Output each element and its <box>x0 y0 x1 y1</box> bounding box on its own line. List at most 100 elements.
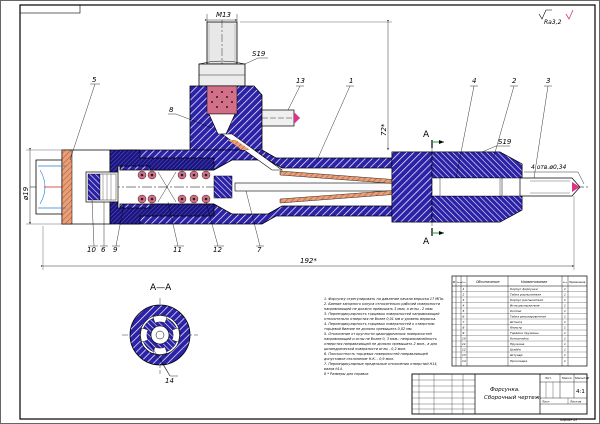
table-row: 9 Тарелка пружины 1 <box>452 331 587 336</box>
svg-text:72*: 72* <box>380 123 388 136</box>
drawing-name: Форсунка. <box>490 387 520 393</box>
callout-8: 8 <box>168 106 213 129</box>
svg-text:1: 1 <box>564 304 566 308</box>
callout-6: 6 <box>100 202 108 254</box>
title-block: Лит. Масса Масштаб 4:1 Лист Листов Форсу… <box>411 373 589 422</box>
svg-text:Листов: Листов <box>569 400 581 404</box>
callout-11: 11 <box>167 201 184 254</box>
svg-text:1: 1 <box>564 309 566 313</box>
svg-text:8: 8 <box>463 326 465 330</box>
svg-text:11: 11 <box>173 246 182 254</box>
note-line: 5. Отклонение от круглости цилиндрически… <box>324 332 432 336</box>
adjusting-screw <box>85 171 119 203</box>
svg-text:1: 1 <box>564 287 566 291</box>
svg-text:1: 1 <box>564 293 566 297</box>
svg-text:A: A <box>423 237 430 247</box>
note-line: 1. Форсунку отрегулировать на давление н… <box>324 297 444 301</box>
svg-text:Тарелка пружины: Тарелка пружины <box>510 331 539 335</box>
svg-text:2: 2 <box>463 293 465 297</box>
svg-text:1: 1 <box>564 348 566 352</box>
note-line: 7. Перпиндикулярные предельные отклонени… <box>324 362 438 366</box>
injector-assembly: A A <box>30 20 590 247</box>
svg-text:10: 10 <box>462 337 466 341</box>
table-row: 13 Штуцер 1 <box>452 353 587 358</box>
svg-text:4: 4 <box>463 304 465 308</box>
svg-text:Гайка регулировочная: Гайка регулировочная <box>510 315 546 319</box>
note-line: 2. Биение запорного конуса относительно … <box>324 302 441 306</box>
svg-text:Наименование: Наименование <box>521 280 547 284</box>
table-row: 10 Контргайка 1 <box>452 337 587 342</box>
section-cut-a: A A <box>423 130 444 247</box>
svg-text:1: 1 <box>564 298 566 302</box>
svg-text:12: 12 <box>213 246 222 254</box>
note-line: допустимое отклонение Н.К. - 0,9 мкм. <box>323 357 394 361</box>
svg-text:9: 9 <box>113 246 118 254</box>
spring-housing <box>109 149 233 225</box>
section-view-aa: А—А 14 <box>122 283 198 385</box>
note-line: торцевой биение не должно превышать 0,02… <box>324 327 413 331</box>
svg-text:1: 1 <box>564 353 566 357</box>
note-line: отверстия направляющей не должно превыша… <box>324 342 437 346</box>
svg-text:Штуцер: Штуцер <box>510 353 523 357</box>
table-row: 2 Гайка распылителя 1 <box>452 293 587 298</box>
svg-text:1: 1 <box>564 342 566 346</box>
svg-text:Поз.: Поз. <box>462 282 467 284</box>
svg-text:1: 1 <box>564 359 566 363</box>
note-line: направляющей не должно превышать 3 мкм, … <box>324 307 434 311</box>
svg-text:11: 11 <box>462 342 466 346</box>
table-row: 7 Штанга 1 <box>452 320 587 325</box>
svg-text:Колпак: Колпак <box>510 309 522 313</box>
callout-9: 9 <box>112 203 125 254</box>
technical-notes: 1. Форсунку отрегулировать на давление н… <box>323 297 444 376</box>
svg-text:1: 1 <box>564 331 566 335</box>
svg-text:M13: M13 <box>216 11 231 19</box>
svg-text:7: 7 <box>463 320 465 324</box>
callout-1: 1 <box>317 77 354 159</box>
svg-text:1: 1 <box>564 337 566 341</box>
svg-text:8: 8 <box>169 106 174 114</box>
note-line: относительно отверстия не более 0,01 мм … <box>324 317 436 321</box>
svg-text:S19: S19 <box>498 138 512 146</box>
svg-text:3: 3 <box>546 77 550 85</box>
svg-text:A: A <box>423 130 430 140</box>
svg-text:192*: 192* <box>300 257 317 265</box>
svg-text:1: 1 <box>349 77 353 85</box>
roughness-symbol: Ra3,2 <box>538 9 574 26</box>
svg-text:Масштаб: Масштаб <box>575 376 589 380</box>
nozzle-tip <box>519 177 581 197</box>
svg-text:Корпус форсунки: Корпус форсунки <box>510 287 538 291</box>
note-line: 4. Перпендикулярность торцевых поверхнос… <box>324 322 435 326</box>
svg-text:5: 5 <box>92 76 97 84</box>
svg-text:Штанга: Штанга <box>510 320 522 324</box>
svg-text:5: 5 <box>463 309 465 313</box>
svg-text:Масса: Масса <box>562 376 572 380</box>
svg-text:4: 4 <box>472 77 476 85</box>
svg-text:13: 13 <box>296 77 305 85</box>
svg-text:Зона: Зона <box>457 282 463 284</box>
svg-text:Гайка распылителя: Гайка распылителя <box>510 293 541 297</box>
drawing-subtitle: Сборочный чертеж. <box>484 395 542 401</box>
specification-table: Ф Зона Поз. Обозначение Наименование Кол… <box>451 275 588 367</box>
svg-text:Лист: Лист <box>541 400 550 404</box>
svg-text:Контргайка: Контргайка <box>510 337 529 341</box>
svg-text:7: 7 <box>257 246 262 254</box>
nozzle-nut <box>391 151 523 223</box>
svg-text:Корпус распылителя: Корпус распылителя <box>510 298 543 302</box>
svg-text:14: 14 <box>165 377 174 385</box>
svg-text:1: 1 <box>564 320 566 324</box>
svg-text:13: 13 <box>462 353 466 357</box>
svg-text:Примечание: Примечание <box>569 280 586 284</box>
svg-text:Фильтр: Фильтр <box>510 326 522 330</box>
svg-text:А—А: А—А <box>150 283 172 293</box>
svg-text:Лит.: Лит. <box>544 376 552 380</box>
svg-text:9: 9 <box>463 331 465 335</box>
callout-5: 5 <box>69 76 100 161</box>
svg-text:Шайба: Шайба <box>510 348 521 352</box>
svg-text:Прокладка: Прокладка <box>510 359 527 363</box>
